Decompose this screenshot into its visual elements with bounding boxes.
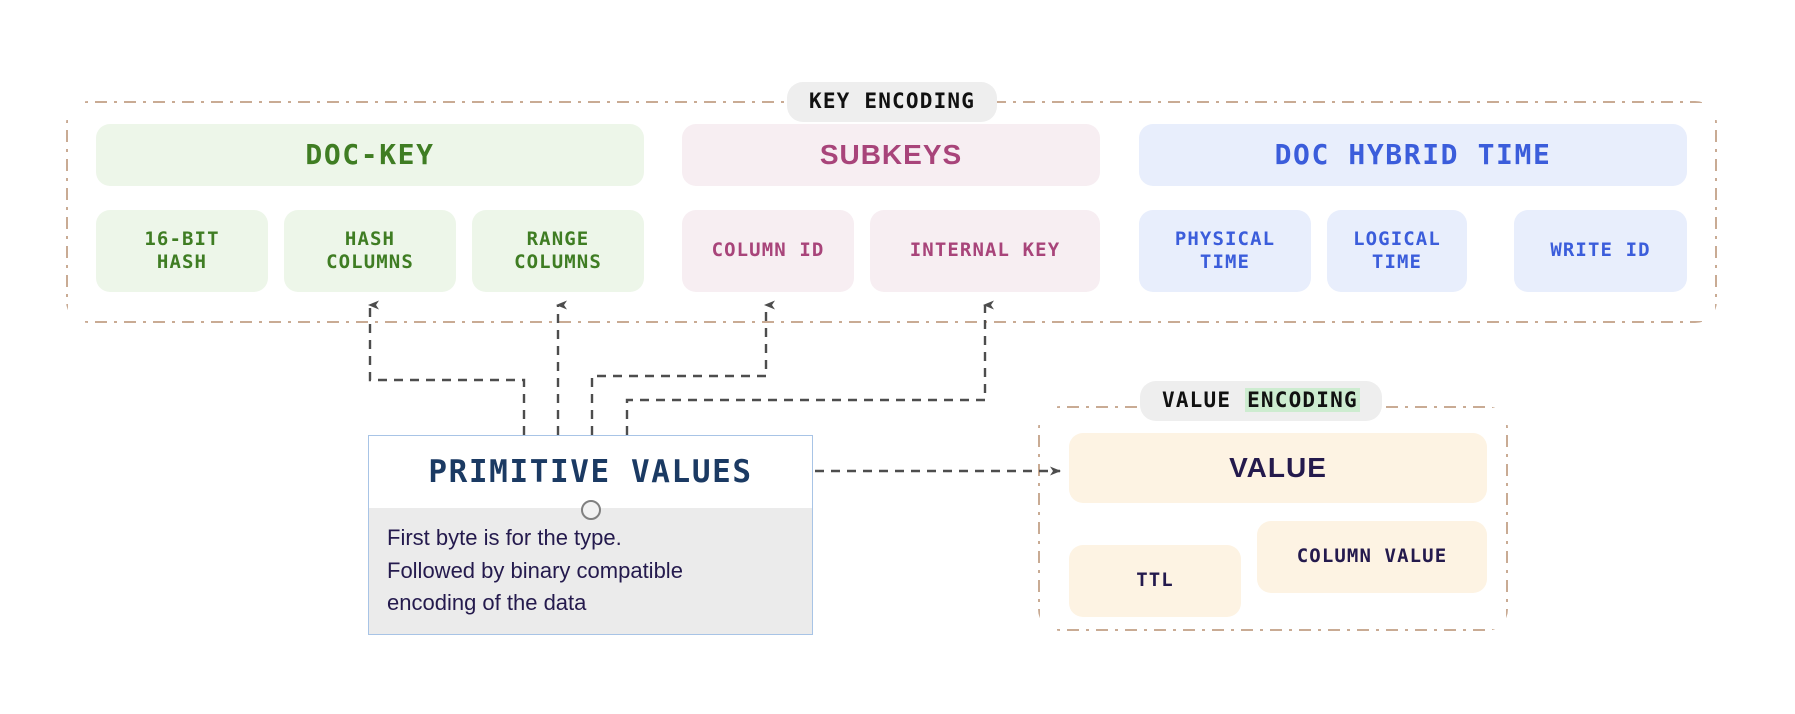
doc-hybrid-time-header[interactable]: DOC HYBRID TIME [1139, 124, 1687, 186]
doc-key-header[interactable]: DOC-KEY [96, 124, 644, 186]
doc-key-item-hash-columns[interactable]: HASH COLUMNS [284, 210, 456, 292]
primitive-values-title: PRIMITIVE VALUES [428, 454, 753, 490]
key-encoding-group-label: KEY ENCODING [787, 82, 998, 122]
primitive-values-card[interactable]: PRIMITIVE VALUES First byte is for the t… [368, 435, 813, 635]
key-encoding-label-word-1: KEY [809, 89, 851, 113]
primitive-values-body-text: First byte is for the type. Followed by … [369, 508, 812, 634]
connector-to-column-id [590, 300, 775, 435]
doc-key-item-16-bit-hash[interactable]: 16-BIT HASH [96, 210, 268, 292]
value-encoding-label-word-1: VALUE [1162, 388, 1232, 412]
subkeys-item-column-id[interactable]: COLUMN ID [682, 210, 854, 292]
key-encoding-label-word-2: ENCODING [864, 89, 976, 113]
doc-hybrid-time-item-physical-time[interactable]: PHYSICAL TIME [1139, 210, 1311, 292]
connector-to-internal-key [625, 300, 994, 435]
value-encoding-group-label: VALUE ENCODING [1140, 381, 1382, 421]
value-item-column-value[interactable]: COLUMN VALUE [1257, 521, 1487, 593]
doc-hybrid-time-item-write-id[interactable]: WRITE ID [1514, 210, 1687, 292]
subkeys-header[interactable]: SUBKEYS [682, 124, 1100, 186]
subkeys-item-internal-key[interactable]: INTERNAL KEY [870, 210, 1100, 292]
value-encoding-label-word-2: ENCODING [1245, 388, 1360, 412]
value-header[interactable]: VALUE [1069, 433, 1487, 503]
connector-to-hash-columns [368, 300, 526, 435]
doc-hybrid-time-item-logical-time[interactable]: LOGICAL TIME [1327, 210, 1467, 292]
doc-key-item-range-columns[interactable]: RANGE COLUMNS [472, 210, 644, 292]
primitive-values-anchor-dot[interactable] [580, 500, 601, 520]
value-item-ttl[interactable]: TTL [1069, 545, 1241, 617]
